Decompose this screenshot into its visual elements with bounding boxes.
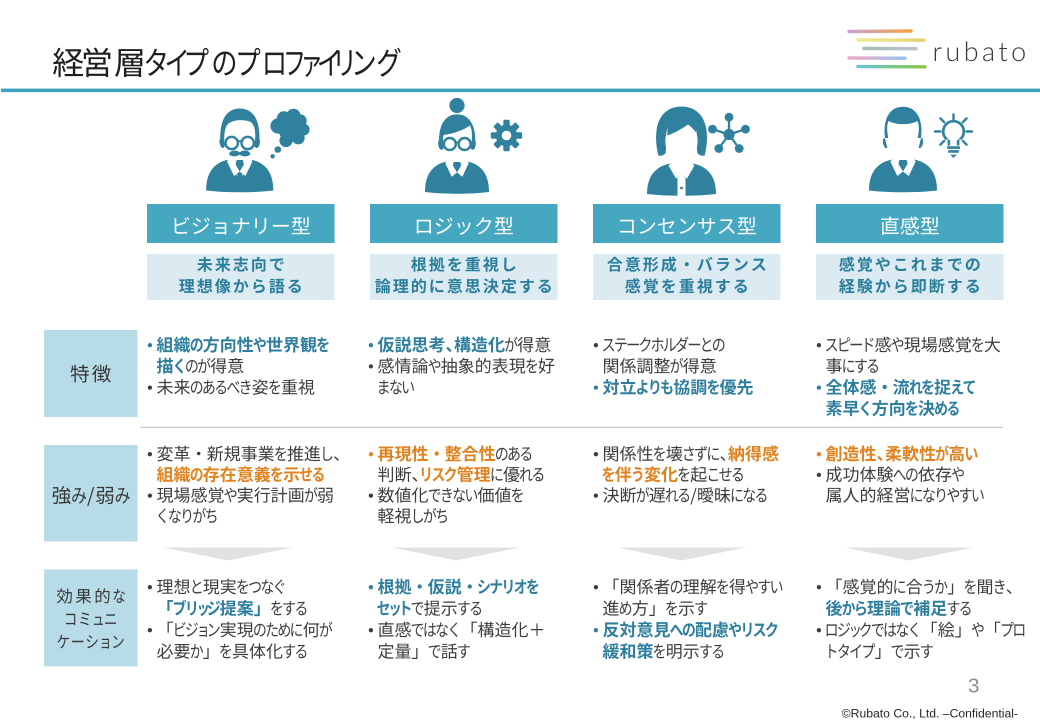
svg-text:©Rubato Co., Ltd. –Confidentia: ©Rubato Co., Ltd. –Confidential- [842,707,1018,720]
svg-text:3: 3 [968,675,979,698]
